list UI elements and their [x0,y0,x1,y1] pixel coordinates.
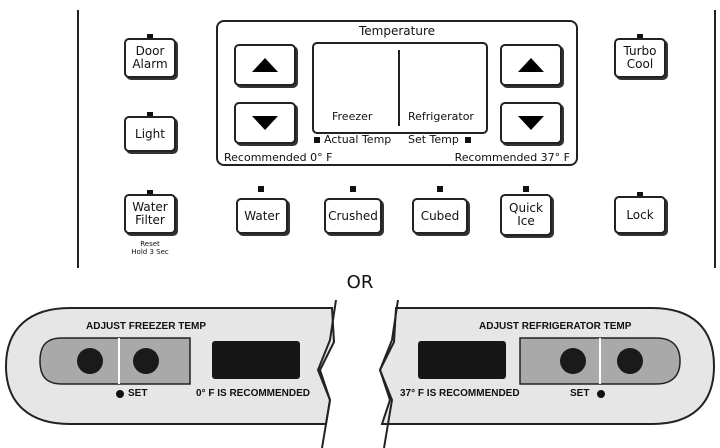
indicator-led-icon [258,186,264,192]
lock-button[interactable]: Lock [614,196,666,234]
strip-break-line-icon [378,300,399,448]
temperature-title: Temperature [358,24,435,38]
set-temp-indicator-icon [465,137,471,143]
temperature-panel: Temperature Freezer Refrigerator Actual … [216,20,578,166]
up-arrow-icon [252,58,278,72]
indicator-led-icon [437,186,443,192]
set-temp-label: Set Temp [408,133,459,146]
water-button[interactable]: Water [236,198,288,234]
actual-temp-indicator-icon [314,137,320,143]
cubed-button[interactable]: Cubed [412,198,468,234]
down-arrow-icon [518,116,544,130]
actual-temp-label: Actual Temp [324,133,392,146]
bottom-control-strip [4,300,716,448]
freezer-strip-title: ADJUST FREEZER TEMP [86,321,207,332]
refrigerator-set-dot-icon [597,390,605,398]
recommended-freezer-label: Recommended 0° F [224,151,333,164]
door-alarm-button[interactable]: Door Alarm [124,38,176,78]
freezer-set-dot-icon [116,390,124,398]
down-arrow-icon [252,116,278,130]
indicator-led-icon [523,186,529,192]
freezer-set-label: SET [128,388,148,399]
freezer-recommended-label: 0° F IS RECOMMENDED [196,388,311,399]
temperature-display: Freezer Refrigerator [312,42,488,134]
refrigerator-down-button[interactable] [500,102,562,144]
refrigerator-recommended-label: 37° F IS RECOMMENDED [400,388,520,399]
freezer-down-button[interactable] [234,102,296,144]
display-divider [398,50,400,126]
turbo-cool-button[interactable]: Turbo Cool [614,38,666,78]
water-filter-button[interactable]: Water Filter [124,194,176,234]
indicator-led-icon [637,34,643,40]
freezer-button-pad [39,337,191,385]
refrigerator-set-button[interactable] [560,348,586,374]
refrigerator-up-button[interactable] [500,44,562,86]
freezer-up-button[interactable] [234,44,296,86]
refrigerator-set-label: SET [570,388,590,399]
recommended-refrigerator-label: Recommended 37° F [454,151,570,164]
indicator-led-icon [147,112,153,118]
crushed-button[interactable]: Crushed [324,198,382,234]
up-arrow-icon [518,58,544,72]
water-filter-reset-note: Reset Hold 3 Sec [131,240,169,256]
indicator-led-icon [350,186,356,192]
indicator-led-icon [637,192,643,198]
quick-ice-button[interactable]: Quick Ice [500,194,552,236]
light-button[interactable]: Light [124,116,176,152]
indicator-led-icon [147,34,153,40]
freezer-label: Freezer [332,110,373,123]
right-rail [714,10,716,268]
or-separator: OR [346,272,374,293]
left-rail [77,10,79,268]
refrigerator-strip-title: ADJUST REFRIGERATOR TEMP [479,321,632,332]
strip-break-line-icon [316,300,337,448]
freezer-temp-display [212,341,300,379]
freezer-adjust-button[interactable] [133,348,159,374]
refrigerator-temp-display [418,341,506,379]
refrigerator-label: Refrigerator [408,110,474,123]
refrigerator-adjust-button[interactable] [617,348,643,374]
freezer-set-button[interactable] [77,348,103,374]
indicator-led-icon [147,190,153,196]
